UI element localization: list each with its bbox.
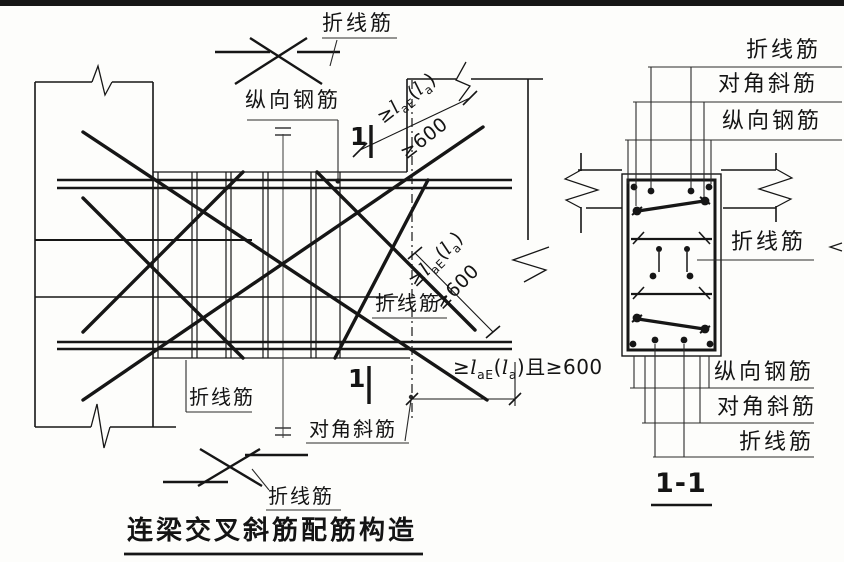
section-fold-bar-top-label: 折线筋 bbox=[746, 38, 822, 63]
section-cut-lines bbox=[367, 125, 373, 404]
section-name: 1-1 bbox=[655, 468, 707, 499]
section-diagonal-bar-top-label: 对角斜筋 bbox=[718, 72, 819, 97]
fold-bar-top-label: 折线筋 bbox=[322, 11, 394, 35]
section-mark-top: 1 bbox=[350, 122, 369, 151]
right-wall bbox=[406, 61, 550, 422]
fold-bar-symbol-bottom-label: 折线筋 bbox=[268, 484, 334, 508]
section-ties bbox=[631, 196, 712, 334]
beam-centerline bbox=[275, 127, 291, 438]
break-symbol bbox=[510, 246, 550, 283]
fold-bar-mid-label: 折线筋 bbox=[375, 291, 441, 315]
drawing-title: 连梁交叉斜筋配筋构造 bbox=[127, 516, 418, 546]
longitudinal-bars bbox=[35, 178, 512, 351]
section-diagonal-bar-bottom-label: 对角斜筋 bbox=[717, 395, 818, 420]
beam-stirrups bbox=[157, 172, 341, 358]
rebar-dot bbox=[335, 178, 341, 184]
section-outline bbox=[621, 173, 722, 357]
section-longitudinal-bar-top-label: 纵向钢筋 bbox=[722, 109, 823, 134]
section-slab-lines bbox=[563, 153, 843, 252]
beam-outline bbox=[153, 171, 410, 359]
break-symbol bbox=[455, 61, 472, 102]
leader-lines bbox=[185, 37, 447, 511]
break-symbol bbox=[90, 403, 111, 449]
section-fold-bar-mid-label: 折线筋 bbox=[731, 230, 807, 255]
break-symbol bbox=[828, 242, 843, 252]
section-leader-lines bbox=[625, 66, 842, 458]
diagonal-bar-label: 对角斜筋 bbox=[309, 417, 397, 441]
section-stirrup bbox=[626, 178, 717, 352]
section-mark-bottom: 1 bbox=[348, 364, 367, 393]
scan-edge-bar bbox=[0, 0, 844, 6]
longitudinal-bar-label: 纵向钢筋 bbox=[245, 88, 341, 112]
left-wall bbox=[34, 63, 176, 449]
section-fold-bar-bottom-label: 折线筋 bbox=[739, 430, 815, 455]
dimension-lines bbox=[352, 90, 522, 406]
section-longitudinal-bar-bottom-label: 纵向钢筋 bbox=[714, 360, 815, 385]
break-symbol bbox=[757, 168, 794, 208]
fold-bar-bottom-left-label: 折线筋 bbox=[189, 385, 255, 409]
diagonal-bars bbox=[81, 125, 489, 402]
fold-bar-symbol-top bbox=[215, 36, 340, 86]
dim-anchorage-bottom: ≥laE(la)且≥600 bbox=[453, 355, 603, 382]
break-symbol bbox=[563, 169, 600, 209]
fold-bar-symbol-bottom bbox=[163, 447, 308, 488]
break-symbol bbox=[91, 63, 113, 97]
